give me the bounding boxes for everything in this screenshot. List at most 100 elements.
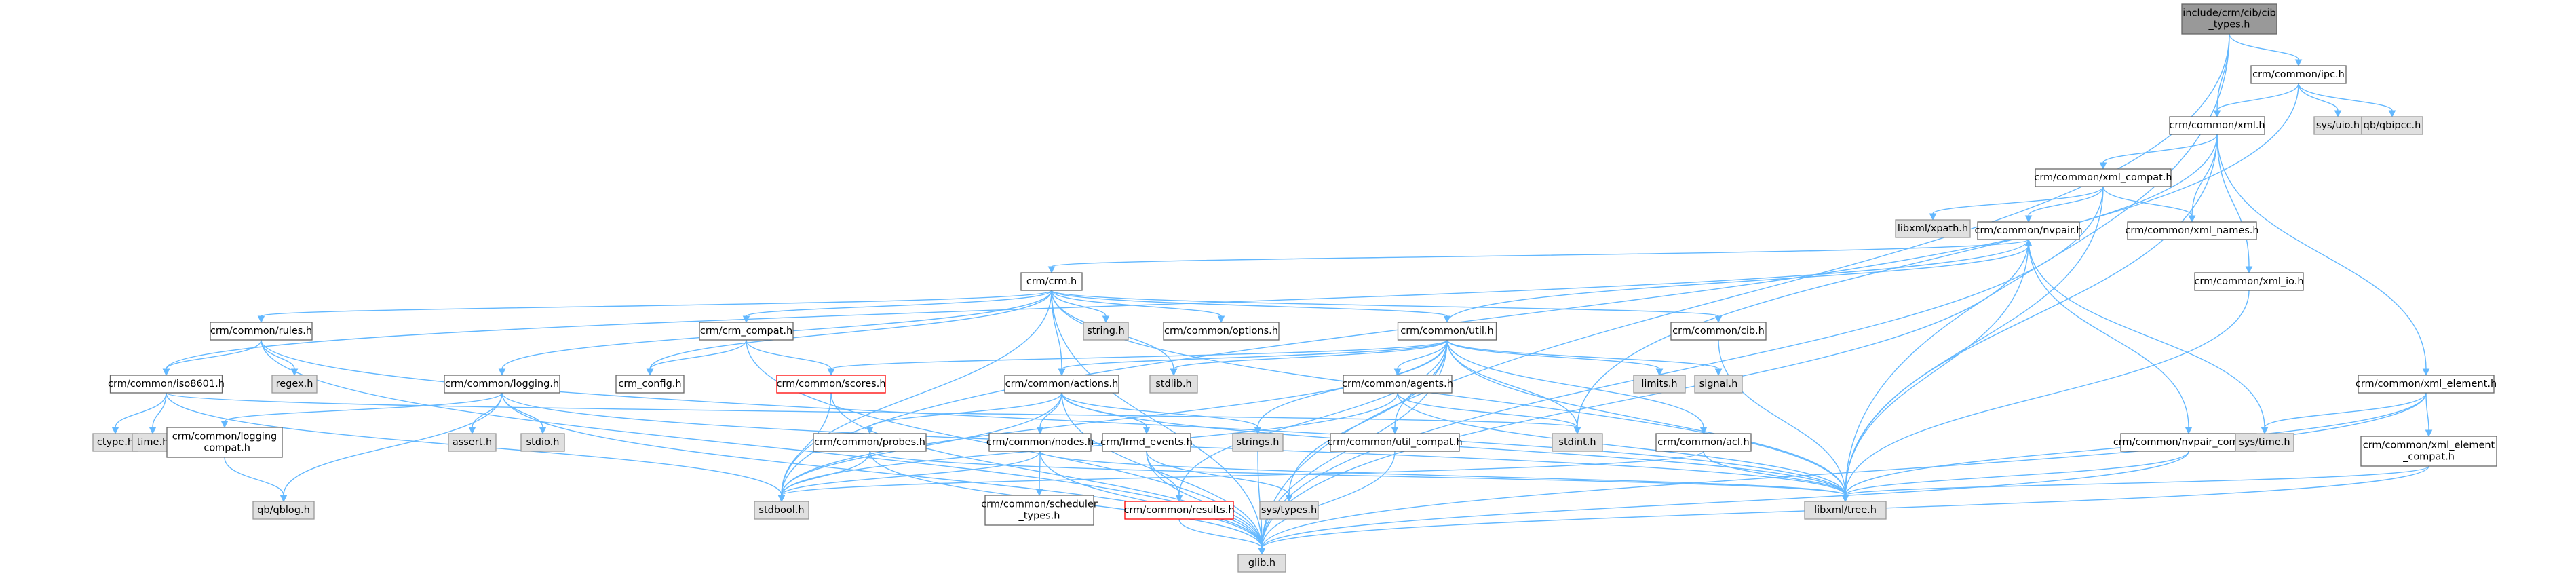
node-xmlelement[interactable]: crm/common/xml_element.h [2356,375,2497,394]
node-box [2120,433,2257,452]
node-iso8601[interactable]: crm/common/iso8601.h [108,375,225,394]
node-utilcompat[interactable]: crm/common/util_compat.h [1327,433,1463,452]
edge-line [224,457,284,496]
edge-xmlelement-to-systime [2261,392,2427,435]
node-assert: assert.h [448,433,497,452]
node-box [813,433,927,452]
edge-util-to-signal [1446,339,1723,377]
edge-line [1051,239,2029,267]
node-stdbool: stdbool.h [754,501,809,520]
node-box [1102,433,1191,452]
node-box [271,375,318,394]
node-box [984,495,1094,526]
node-results[interactable]: crm/common/results.h [1123,501,1235,520]
node-box [1804,501,1887,520]
edge-line [649,339,747,370]
node-crmcompat[interactable]: crm/crm_compat.h [699,322,794,341]
edge-arrowhead [2334,110,2342,118]
node-logging[interactable]: crm/common/logging.h [444,375,560,394]
node-crm[interactable]: crm/crm.h [1020,272,1083,291]
node-box [1895,219,1971,238]
node-xmlnames[interactable]: crm/common/xml_names.h [2125,221,2259,240]
node-nvpair[interactable]: crm/common/nvpair.h [1974,221,2083,240]
edge-xml-to-xmlio [2216,134,2253,274]
node-crmconfig[interactable]: crm_config.h [615,375,685,394]
node-label: crm/common/xml_names.h [2125,225,2258,236]
edge-line [1173,339,1448,370]
edge-arrowhead [1285,495,1293,503]
edge-xml-to-xmlnames [2188,134,2218,223]
edge-scores-to-glib [830,392,1266,556]
edge-line [1061,392,1263,549]
edge-util-to-acl [1446,339,1708,435]
edge-probes-to-libxmltree [869,451,1849,503]
edge-line [869,392,1062,428]
edge-xmlcompat-to-xmlnames [2102,186,2196,223]
node-label: _types.h [1018,511,1060,522]
node-label: crm/common/xml_compat.h [2034,172,2172,183]
edge-acl-to-stdbool [777,451,1704,503]
edge-arrowhead [2245,266,2253,274]
node-xmlelementcompat[interactable]: crm/common/xml_element_compat.h [2360,436,2497,467]
edge-arrowhead [2261,427,2269,435]
node-xmlcompat[interactable]: crm/common/xml_compat.h [2034,168,2172,187]
node-xmlio[interactable]: crm/common/xml_io.h [2194,272,2304,291]
node-cib[interactable]: crm/common/cib.h [1670,322,1767,341]
edge-arrowhead [1841,495,1849,503]
node-nodes[interactable]: crm/common/nodes.h [986,433,1094,452]
edge-line [1397,392,1578,428]
node-util[interactable]: crm/common/util.h [1397,322,1497,341]
edge-line [1845,33,2230,496]
edge-line [781,451,1041,496]
edge-arrowhead [827,368,835,377]
edge-line [1061,339,1448,370]
node-xml[interactable]: crm/common/xml.h [2169,116,2265,135]
edge-crm-to-cib [1051,290,1723,324]
edge-crmcompat-to-crmconfig [646,339,747,377]
node-scheduler[interactable]: crm/common/scheduler_types.h [981,495,1098,526]
node-label: ctype.h [97,437,134,448]
edge-line [261,290,1052,317]
node-stdint: stdint.h [1552,433,1603,452]
node-nvpaircompat[interactable]: crm/common/nvpair_compat.h [2113,433,2264,452]
edge-line [781,339,1448,496]
edge-nvpair-to-nvpaircompat [2028,239,2193,435]
node-probes[interactable]: crm/common/probes.h [813,433,927,452]
edge-crm-to-stdbool [777,290,1052,503]
node-qbipcc: qb/qbipcc.h [2361,116,2423,135]
node-ipc[interactable]: crm/common/ipc.h [2250,65,2347,84]
node-box [754,501,809,520]
edge-line [1446,339,1660,370]
node-actions[interactable]: crm/common/actions.h [1004,375,1119,394]
node-box [1397,322,1497,341]
node-rules[interactable]: crm/common/rules.h [210,322,313,341]
node-scores[interactable]: crm/common/scores.h [776,375,886,394]
node-label: regex.h [276,379,313,389]
edge-arrowhead [1175,495,1183,503]
edge-line [1261,392,2427,549]
edge-arrowhead [646,368,654,377]
edge-line [1845,186,2104,496]
node-label: time.h [137,437,169,448]
node-lrmd[interactable]: crm/lrmd_events.h [1100,433,1193,452]
edge-line [781,451,1704,496]
node-options[interactable]: crm/common/options.h [1163,322,1280,341]
node-box [1655,433,1752,452]
node-root[interactable]: include/crm/cib/cib_types.h [2181,3,2277,35]
node-stringsh: strings.h [1232,433,1284,452]
node-box [988,433,1092,452]
node-box [210,322,313,341]
node-stdio: stdio.h [520,433,565,452]
edge-xml-to-xmlcompat [2099,134,2218,170]
node-loggingcompat[interactable]: crm/common/logging_compat.h [166,427,283,458]
node-label: crm/common/util_compat.h [1327,437,1462,448]
node-box [92,433,138,452]
node-libxmltree: libxml/tree.h [1804,501,1887,520]
edge-line [1397,339,1448,370]
node-label: crm/common/iso8601.h [108,379,225,389]
edge-actions-to-stringsh [1061,392,1262,435]
edge-arrowhead [2024,215,2033,223]
node-acl[interactable]: crm/common/acl.h [1655,433,1752,452]
node-label: crm/common/nvpair.h [1974,225,2082,236]
node-agents[interactable]: crm/common/agents.h [1342,375,1453,394]
